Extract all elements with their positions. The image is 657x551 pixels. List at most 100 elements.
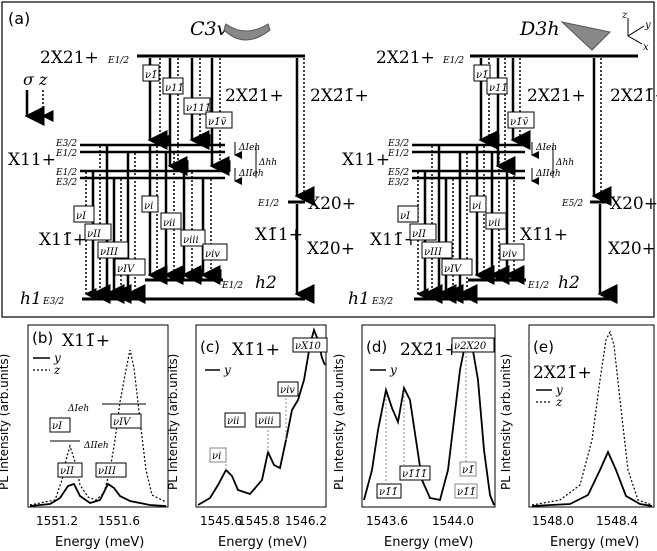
svg-text:h1: h1 — [348, 289, 370, 309]
svg-text:ν1̄v̄: ν1̄v̄ — [208, 117, 226, 128]
svg-text:νiv: νiv — [280, 385, 295, 396]
svg-text:z: z — [621, 10, 628, 21]
svg-text:(d): (d) — [366, 338, 387, 356]
svg-text:ν1̄: ν1̄ — [462, 465, 474, 476]
svg-text:1548.0: 1548.0 — [532, 514, 574, 528]
svg-text:2X2̄1+: 2X2̄1+ — [225, 86, 284, 106]
svg-text:1546.2: 1546.2 — [285, 514, 327, 528]
svg-text:y: y — [389, 363, 397, 377]
svg-text:(c): (c) — [200, 338, 220, 356]
diagram-d3h: D3h 2X21+ E1/2 X11+ E3/2 E1/2 E5/2 E3/2 … — [342, 18, 657, 309]
panel-d: PL Intensity (arb.units) (d) 2X2̄1+ y ν2… — [332, 324, 496, 550]
qd-shape-icon — [223, 23, 271, 41]
svg-text:PL Intensity (arb.units): PL Intensity (arb.units) — [332, 354, 346, 490]
svg-text:ν1̄1̄: ν1̄1̄ — [379, 487, 398, 498]
panel-c: PL Intensity (arb.units) (c) X1̄1+ y νX1… — [166, 324, 328, 550]
svg-text:νiii: νiii — [258, 416, 274, 427]
z-label: z — [38, 70, 48, 89]
svg-text:ν11̄: ν11̄ — [165, 83, 184, 94]
svg-text:ν1̄1̄: ν1̄1̄ — [457, 487, 476, 498]
svg-text:Energy (meV): Energy (meV) — [550, 535, 639, 550]
svg-text:X11̄+: X11̄+ — [39, 230, 87, 250]
svg-text:x: x — [643, 42, 649, 53]
svg-text:E3/2: E3/2 — [42, 297, 64, 307]
svg-text:E1/2: E1/2 — [442, 56, 464, 66]
panel-a-frame — [1, 1, 655, 318]
panel-b: PL Intensity (arb.units) (b) X11̄+ y z ν… — [0, 324, 169, 550]
svg-text:ν1̄: ν1̄ — [476, 70, 488, 81]
svg-text:νIV: νIV — [113, 417, 132, 428]
svg-text:X11̄+: X11̄+ — [62, 331, 110, 351]
svg-text:PL Intensity (arb.units): PL Intensity (arb.units) — [0, 354, 11, 490]
svg-text:2X2̄1̄+: 2X2̄1̄+ — [610, 86, 657, 106]
svg-text:E1/2: E1/2 — [107, 56, 129, 66]
svg-text:ν1̄v̄: ν1̄v̄ — [510, 117, 528, 128]
svg-text:E1/2: E1/2 — [55, 168, 77, 178]
svg-text:E5/2: E5/2 — [561, 199, 583, 209]
svg-text:2X2̄1̄+: 2X2̄1̄+ — [310, 86, 369, 106]
svg-text:(e): (e) — [533, 338, 554, 356]
svg-text:(b): (b) — [32, 329, 53, 347]
svg-text:νI: νI — [400, 211, 411, 222]
svg-text:ν1̄: ν1̄ — [145, 70, 157, 81]
axes-glyph: z y x — [621, 10, 651, 53]
svg-text:X1̄1+: X1̄1+ — [255, 225, 303, 245]
svg-text:1548.4: 1548.4 — [596, 514, 638, 528]
svg-text:Energy (meV): Energy (meV) — [55, 535, 144, 550]
svg-text:X11̄+: X11̄+ — [370, 230, 418, 250]
svg-text:νII: νII — [60, 466, 75, 477]
svg-text:h2: h2 — [255, 273, 277, 293]
svg-text:ν1̄1̄1̄: ν1̄1̄1̄ — [402, 469, 427, 480]
sigma-label: σ — [23, 70, 35, 89]
svg-text:E1/2: E1/2 — [55, 149, 77, 159]
svg-text:νIII: νIII — [100, 247, 119, 258]
x11-label-left: X11+ — [8, 150, 56, 170]
svg-text:Δhh: Δhh — [258, 158, 277, 168]
panel-a-tag: (a) — [8, 9, 30, 28]
svg-text:ΔIIeh: ΔIIeh — [83, 441, 109, 451]
svg-text:E3/2: E3/2 — [387, 178, 409, 188]
svg-text:y: y — [53, 351, 61, 365]
svg-text:z: z — [53, 363, 61, 377]
diagram-c3v: C3v 2X21+ E1/2 X11+ E3/2 E1/2 E1/2 E3/2 … — [8, 18, 369, 309]
svg-text:1545.8: 1545.8 — [238, 514, 280, 528]
svg-text:E5/2: E5/2 — [387, 168, 409, 178]
svg-text:νii: νii — [227, 416, 239, 427]
svg-text:h2: h2 — [558, 273, 580, 293]
svg-text:ΔIIeh: ΔIIeh — [238, 169, 264, 179]
svg-text:νiv: νiv — [205, 249, 220, 260]
svg-text:2X2̄1̄+: 2X2̄1̄+ — [533, 363, 592, 383]
svg-text:y: y — [555, 383, 563, 397]
svg-text:X20+: X20+ — [610, 194, 657, 214]
svg-text:X2̄0+: X2̄0+ — [307, 239, 355, 259]
svg-text:1545.6: 1545.6 — [200, 514, 242, 528]
svg-text:νiv: νiv — [502, 249, 517, 260]
svg-text:X11+: X11+ — [342, 150, 390, 170]
svg-text:E3/2: E3/2 — [371, 297, 393, 307]
group-d3h: D3h — [519, 18, 560, 40]
svg-text:ΔIeh: ΔIeh — [535, 143, 557, 153]
svg-text:νii: νii — [488, 218, 500, 229]
svg-text:ΔIeh: ΔIeh — [67, 404, 89, 414]
svg-text:ΔIeh: ΔIeh — [238, 143, 260, 153]
x20-label-left: X20+ — [308, 194, 356, 214]
svg-text:1551.6: 1551.6 — [98, 514, 140, 528]
svg-text:νX10: νX10 — [295, 341, 322, 352]
svg-text:y: y — [223, 363, 231, 377]
svg-text:νIV: νIV — [117, 264, 136, 275]
svg-text:PL Intensity (arb.units): PL Intensity (arb.units) — [166, 354, 180, 490]
svg-text:νii: νii — [163, 218, 175, 229]
svg-text:νIV: νIV — [444, 264, 463, 275]
svg-text:y: y — [644, 20, 651, 31]
svg-text:νII: νII — [87, 229, 102, 240]
svg-text:E3/2: E3/2 — [55, 139, 77, 149]
svg-text:νIII: νIII — [424, 247, 443, 258]
svg-text:Δhh: Δhh — [555, 158, 574, 168]
svg-text:X1̄1+: X1̄1+ — [520, 225, 568, 245]
svg-text:PL Intensity (arb.units): PL Intensity (arb.units) — [499, 354, 513, 490]
svg-text:νi: νi — [144, 201, 153, 212]
svg-text:E1/2: E1/2 — [257, 199, 279, 209]
svg-text:1543.6: 1543.6 — [366, 514, 408, 528]
svg-text:X1̄1+: X1̄1+ — [232, 340, 280, 360]
